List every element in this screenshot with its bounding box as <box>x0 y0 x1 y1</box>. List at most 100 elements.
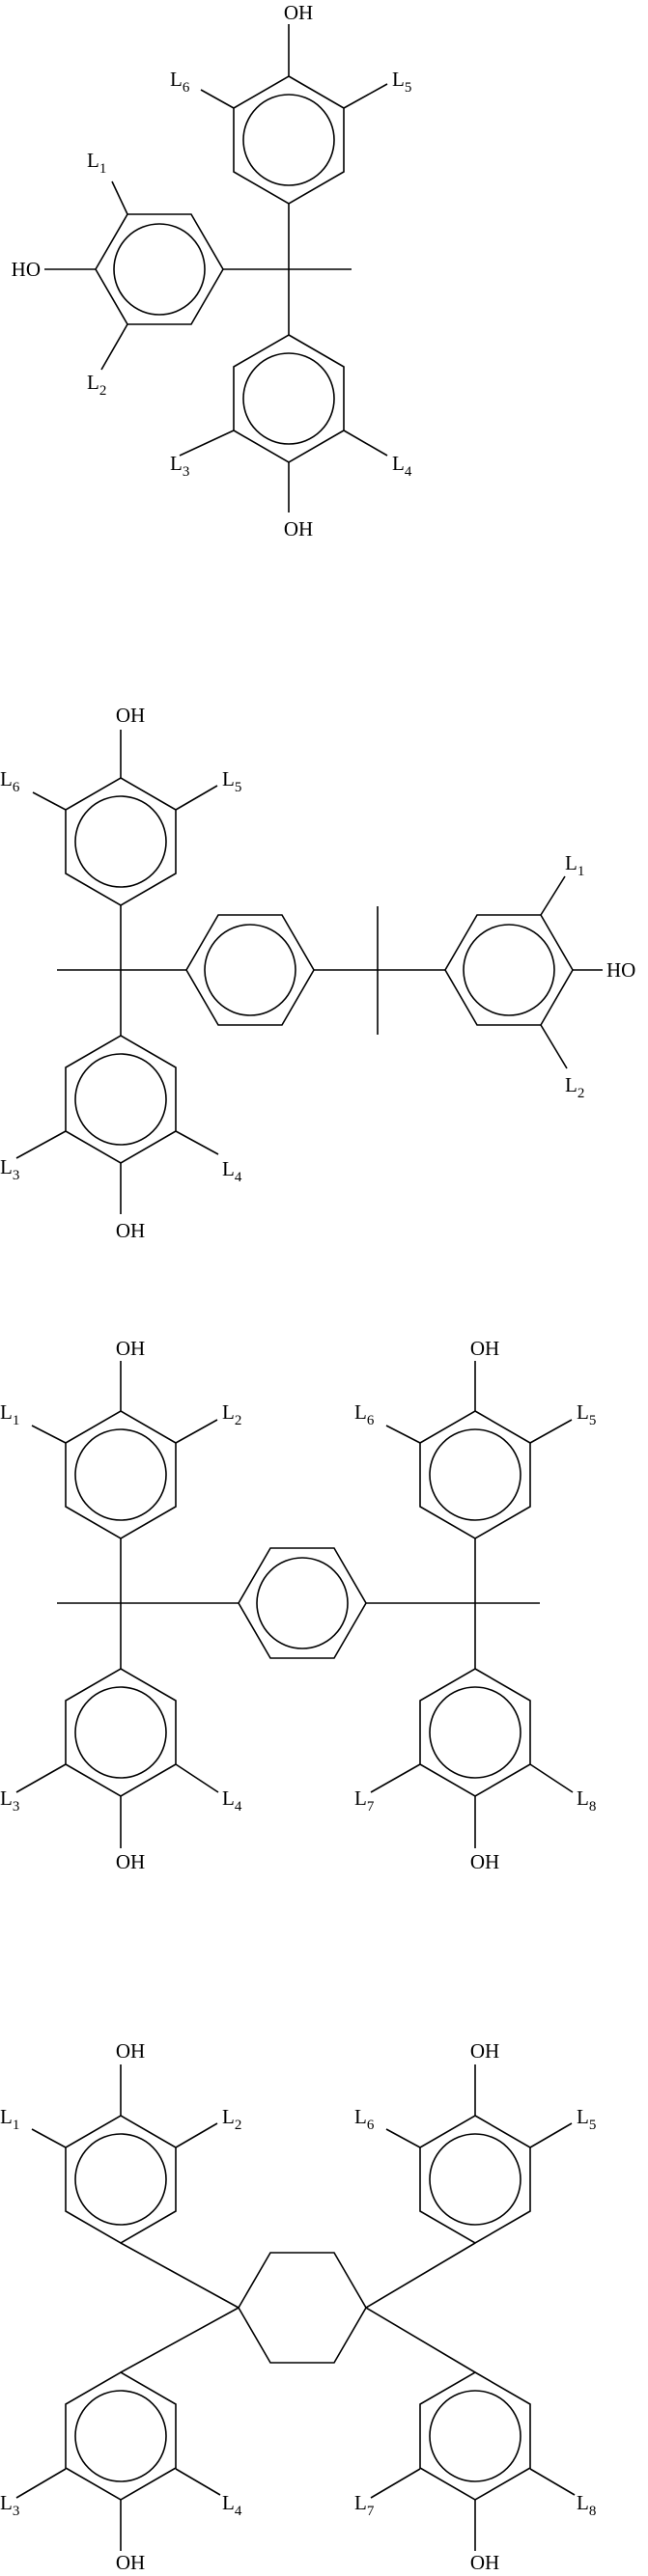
bond <box>176 2469 220 2495</box>
substituent-label: L2 <box>87 371 106 399</box>
hydroxyl-label: OH <box>116 704 145 727</box>
label-subscript: 7 <box>367 2504 375 2519</box>
label-letter: L <box>354 2105 367 2128</box>
bond <box>16 1764 66 1792</box>
substituent-label: L6 <box>170 68 190 96</box>
aromatic-circle <box>205 925 296 1015</box>
label-subscript: 3 <box>13 1168 20 1183</box>
hydroxyl-label: OH <box>116 1850 145 1873</box>
label-letter: L <box>354 1400 367 1424</box>
substituent-label: L7 <box>354 1787 375 1814</box>
aromatic-circle <box>430 2134 521 2225</box>
label-letter: L <box>170 452 183 475</box>
substituent-label: L2 <box>222 1400 241 1428</box>
label-letter: L <box>87 149 99 172</box>
phenol-ring-top <box>420 1411 530 1538</box>
label-subscript: 5 <box>589 1413 597 1428</box>
bond <box>530 1420 572 1443</box>
substituent-label: L6 <box>0 767 20 795</box>
substituent-label: L6 <box>354 2105 375 2133</box>
substituent-label: L3 <box>0 1787 19 1814</box>
label-letter: L <box>87 371 99 394</box>
substituent-label: L4 <box>222 1787 242 1814</box>
bond <box>16 2469 66 2498</box>
cyclohexane-ring <box>239 2253 366 2363</box>
label-letter: L <box>0 1155 13 1178</box>
bond <box>101 324 127 370</box>
label-subscript: 6 <box>367 1413 375 1428</box>
aromatic-circle <box>75 796 166 887</box>
substituent-label: L2 <box>565 1073 584 1101</box>
bond <box>344 84 387 108</box>
substituent-label: L6 <box>354 1400 375 1428</box>
bond <box>386 1426 420 1443</box>
label-letter: L <box>222 1157 235 1180</box>
hydroxyl-label: OH <box>470 2551 499 2574</box>
hydroxyl-label: OH <box>116 2039 145 2063</box>
bond <box>371 1764 420 1792</box>
label-letter: L <box>577 1787 589 1810</box>
substituent-label: L2 <box>222 2105 241 2133</box>
label-subscript: 2 <box>578 1086 585 1101</box>
substituent-label: L3 <box>170 452 189 480</box>
label-subscript: 1 <box>13 1413 20 1428</box>
label-letter: L <box>577 2491 589 2514</box>
aromatic-circle <box>243 353 334 444</box>
hydroxyl-label: HO <box>606 958 635 982</box>
phenol-ring-left <box>96 214 223 324</box>
label-subscript: 1 <box>578 864 585 879</box>
label-subscript: 5 <box>235 780 242 795</box>
bond <box>344 430 387 456</box>
label-subscript: 4 <box>405 464 412 480</box>
label-subscript: 2 <box>235 2118 242 2133</box>
label-subscript: 2 <box>99 383 107 399</box>
label-subscript: 1 <box>99 161 107 177</box>
label-letter: L <box>354 1787 367 1810</box>
aromatic-circle <box>464 925 554 1015</box>
substituent-label: L5 <box>392 68 411 96</box>
substituent-label: L3 <box>0 2491 19 2519</box>
aromatic-circle <box>430 2391 521 2481</box>
label-letter: L <box>222 2491 235 2514</box>
hydroxyl-label: OH <box>284 517 313 540</box>
label-letter: L <box>0 767 13 790</box>
label-subscript: 4 <box>235 2504 242 2519</box>
bond <box>176 2123 217 2147</box>
label-letter: L <box>222 1787 235 1810</box>
bond <box>366 2308 475 2372</box>
substituent-label: L7 <box>354 2491 375 2519</box>
bond <box>16 1131 66 1158</box>
label-subscript: 3 <box>13 1799 20 1814</box>
label-letter: L <box>577 1400 589 1424</box>
hydroxyl-label: OH <box>116 2551 145 2574</box>
label-subscript: 7 <box>367 1799 375 1814</box>
label-subscript: 5 <box>405 80 412 96</box>
label-letter: L <box>577 2105 589 2128</box>
phenol-ring-top <box>66 2116 176 2243</box>
label-letter: L <box>392 68 405 91</box>
label-letter: L <box>0 2491 13 2514</box>
phenol-ring-bottom <box>66 2372 176 2500</box>
phenol-ring-bottom <box>66 1036 176 1163</box>
hydroxyl-label: OH <box>470 1337 499 1360</box>
substituent-label: L1 <box>565 851 584 879</box>
bond <box>180 430 234 456</box>
label-subscript: 3 <box>183 464 190 480</box>
label-letter: L <box>0 1787 13 1810</box>
label-subscript: 4 <box>235 1799 242 1814</box>
bond <box>541 1025 567 1068</box>
bond <box>121 2243 239 2308</box>
label-subscript: 5 <box>589 2118 597 2133</box>
phenol-ring-bottom <box>66 1669 176 1796</box>
bond <box>32 1426 66 1443</box>
substituent-label: L1 <box>87 149 106 177</box>
hydroxyl-label: OH <box>470 1850 499 1873</box>
hydroxyl-label: OH <box>116 1219 145 1242</box>
aromatic-circle <box>75 1687 166 1778</box>
substituent-label: L1 <box>0 2105 19 2133</box>
substituent-label: L4 <box>392 452 412 480</box>
bond <box>176 1131 218 1154</box>
substituent-label: L4 <box>222 1157 242 1185</box>
substituent-label: L5 <box>577 2105 596 2133</box>
hydroxyl-label: OH <box>284 1 313 24</box>
